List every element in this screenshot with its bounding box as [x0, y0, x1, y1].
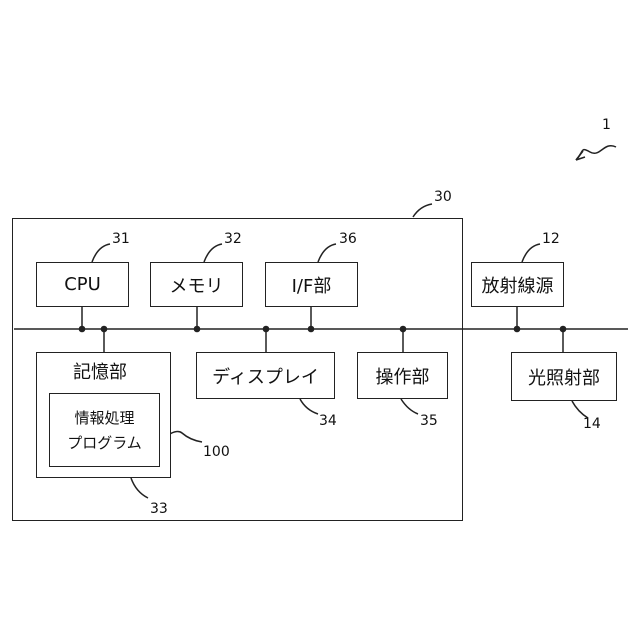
controller-leader — [413, 204, 432, 217]
program-block: 情報処理 プログラム — [49, 393, 160, 467]
if-ref-number: 36 — [339, 232, 357, 246]
program-ref-number: 100 — [203, 445, 230, 459]
junction-radiation-source — [514, 326, 521, 333]
storage-ref-number: 33 — [150, 502, 168, 516]
light-unit-block: 光照射部 — [511, 352, 617, 401]
program-label-line1: 情報処理 — [50, 407, 159, 428]
radiation-source-label: 放射線源 — [482, 272, 554, 298]
if-label: I/F部 — [292, 272, 332, 298]
display-label: ディスプレイ — [212, 363, 319, 389]
operation-ref-number: 35 — [420, 414, 438, 428]
storage-label: 記憶部 — [73, 364, 127, 382]
operation-label: 操作部 — [376, 363, 430, 389]
memory-label: メモリ — [170, 272, 224, 298]
radiation-source-block: 放射線源 — [471, 262, 564, 307]
junction-light-unit — [560, 326, 567, 333]
program-label-line2: プログラム — [50, 432, 159, 453]
radiation-source-leader — [522, 244, 540, 262]
system-ref-number: 1 — [602, 118, 611, 132]
cpu-ref-number: 31 — [112, 232, 130, 246]
light-unit-label: 光照射部 — [528, 364, 600, 390]
memory-block: メモリ — [150, 262, 243, 307]
operation-block: 操作部 — [357, 352, 448, 399]
light-unit-ref-number: 14 — [583, 417, 601, 431]
memory-ref-number: 32 — [224, 232, 242, 246]
cpu-label: CPU — [64, 274, 101, 295]
radiation-source-ref-number: 12 — [542, 232, 560, 246]
display-block: ディスプレイ — [196, 352, 335, 399]
cpu-block: CPU — [36, 262, 129, 307]
display-ref-number: 34 — [319, 414, 337, 428]
if-block: I/F部 — [265, 262, 358, 307]
controller-ref-number: 30 — [434, 190, 452, 204]
